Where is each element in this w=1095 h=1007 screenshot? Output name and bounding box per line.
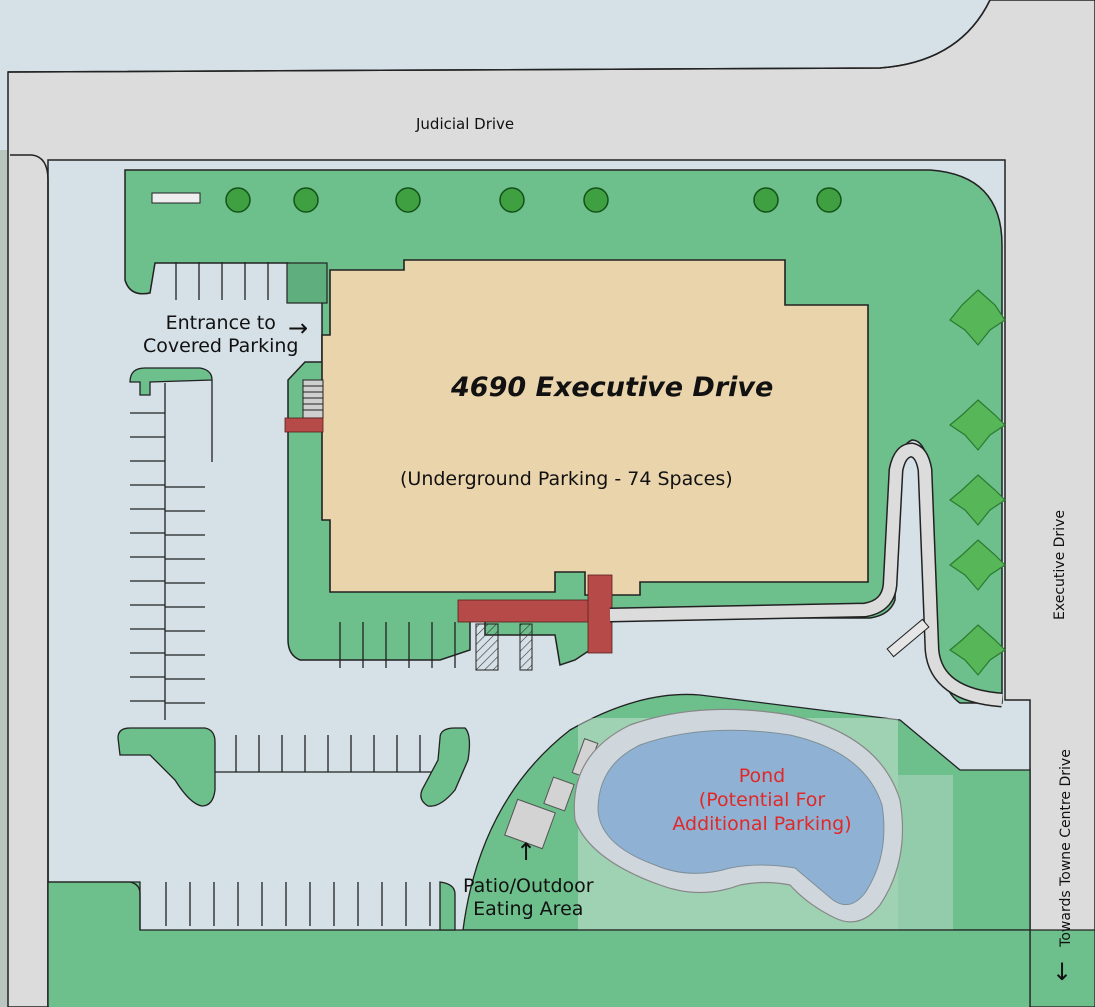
arrow-down-icon: ↓ (1052, 958, 1073, 986)
lawn-island-left (117, 727, 216, 807)
road-label-towne-centre: Towards Towne Centre Drive (1058, 749, 1074, 947)
entrance-callout: Entrance to Covered Parking (143, 312, 298, 358)
bench-north (151, 192, 201, 204)
road-curb-north (7, 0, 991, 73)
island-west-divider (164, 380, 213, 720)
driveway-loop-surface (609, 443, 1003, 706)
arrow-right-icon: → (288, 314, 309, 342)
building-name: 4690 Executive Drive (451, 372, 774, 403)
lawn-south-fill (49, 931, 1029, 1007)
tree-row-north (225, 187, 842, 213)
lawn-patch (286, 262, 328, 304)
lawn-island-right (420, 727, 471, 807)
road-curb-west (10, 154, 49, 1007)
patio-line-2: Eating Area (473, 897, 584, 920)
entrance-line-1: Entrance to (165, 312, 276, 334)
patio-line-1: Patio/Outdoor (463, 875, 594, 897)
building-footprint (321, 259, 869, 596)
entrance-line-2: Covered Parking (143, 334, 299, 357)
hatched-stall-2 (519, 623, 533, 671)
lawn-south-corner (48, 881, 141, 930)
pavers (284, 417, 613, 654)
pond-label: Pond (Potential For Additional Parking) (662, 765, 862, 836)
lawn-west-island (129, 367, 213, 396)
stairs (302, 379, 324, 419)
bench-east (886, 618, 930, 658)
road-label-judicial: Judicial Drive (416, 115, 515, 133)
lawn-south-right (439, 881, 456, 931)
road-label-executive: Executive Drive (1052, 510, 1068, 620)
pond-water (597, 729, 885, 906)
building-parking-note: (Underground Parking - 74 Spaces) (400, 468, 733, 490)
parking-stalls (130, 262, 456, 926)
pond-line-1: Pond (738, 765, 786, 787)
patio (504, 738, 599, 850)
pond-line-3: Additional Parking) (672, 812, 852, 835)
pond-line-2: (Potential For (698, 788, 826, 811)
arrow-up-icon: ↑ (516, 838, 537, 866)
hatched-stall-1 (475, 623, 499, 671)
patio-callout: Patio/Outdoor Eating Area (463, 875, 594, 921)
pond-overlay-east (898, 775, 953, 930)
